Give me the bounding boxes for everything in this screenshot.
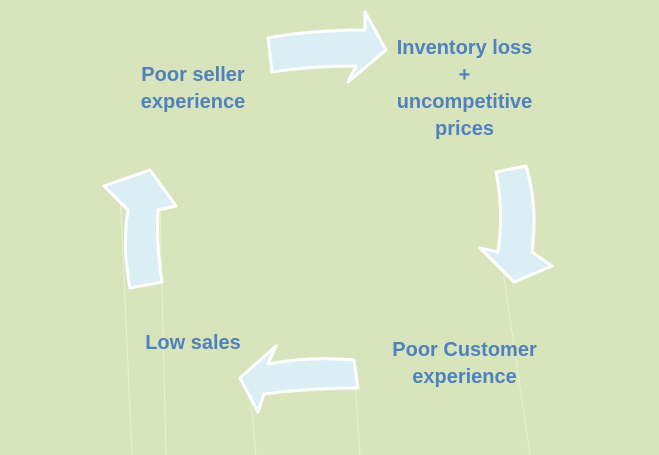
- arrow-left: [102, 168, 178, 290]
- node-line: Poor seller: [141, 64, 245, 86]
- arrow-bottom: [238, 344, 360, 414]
- node-line: experience: [412, 366, 517, 388]
- node-line: Inventory loss: [396, 37, 533, 59]
- reflection-line: [159, 204, 167, 455]
- arrow-top: [266, 10, 388, 84]
- node-poor-seller-experience: Poor seller experience: [128, 62, 258, 116]
- arrow-right: [478, 164, 554, 284]
- node-inventory-loss: Inventory loss + uncompetitive prices: [382, 35, 547, 143]
- reflection-line: [119, 189, 133, 455]
- node-line: +: [458, 64, 471, 86]
- node-line: Poor Customer: [392, 339, 537, 361]
- node-poor-customer-experience: Poor Customer experience: [382, 337, 547, 391]
- reflection-line: [354, 379, 361, 455]
- node-line: prices: [435, 118, 494, 140]
- reflection-line: [499, 249, 531, 455]
- node-low-sales: Low sales: [128, 330, 258, 357]
- node-line: uncompetitive: [396, 91, 533, 113]
- node-line: Low sales: [145, 332, 241, 354]
- node-line: experience: [140, 91, 246, 113]
